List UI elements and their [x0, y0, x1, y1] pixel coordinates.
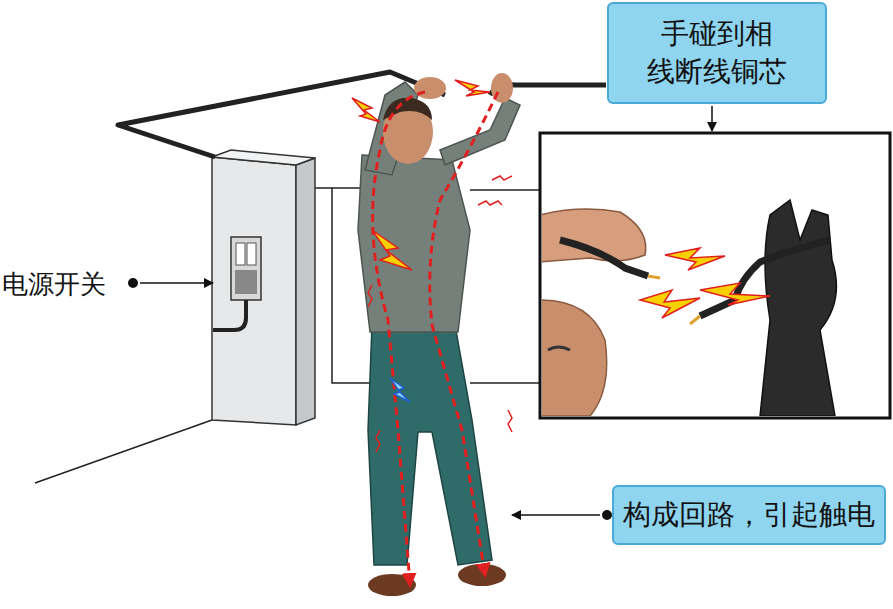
part-label: 电源开关 — [2, 267, 106, 302]
callout-box: 手碰到相 线断线铜芯 — [607, 2, 827, 104]
callout-box: 构成回路，引起触电 — [612, 485, 886, 545]
current-path — [373, 92, 498, 585]
shock-marks — [368, 176, 512, 452]
callout-text: 构成回路，引起触电 — [623, 496, 875, 534]
switch-panel — [212, 150, 315, 425]
leader-lines — [127, 93, 718, 521]
callout-text: 手碰到相 线断线铜芯 — [619, 15, 815, 91]
person-figure — [358, 73, 520, 596]
spark-symbol — [352, 80, 490, 402]
inset-closeup — [540, 133, 890, 418]
